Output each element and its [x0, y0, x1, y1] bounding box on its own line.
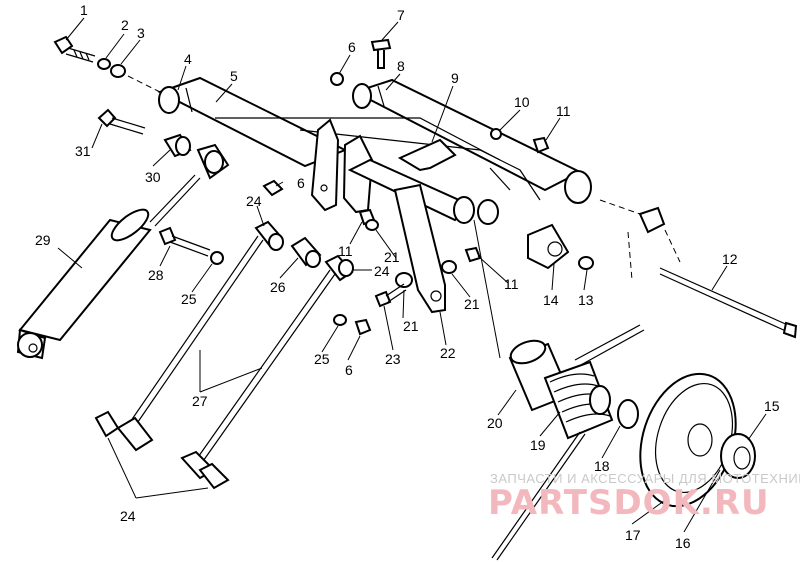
shock-absorber-part-29 — [16, 174, 201, 360]
bracket-plate-left — [310, 118, 340, 212]
label-9: 9 — [451, 70, 459, 86]
label-24a: 24 — [246, 193, 262, 209]
nut-part-11a — [532, 136, 550, 154]
label-7: 7 — [397, 7, 405, 23]
watermark-brand: PARTSDOK.RU — [488, 483, 770, 523]
nut-part-11c — [464, 246, 482, 263]
spring-part-19 — [491, 324, 645, 561]
bushing-part-24c — [94, 410, 230, 490]
washer-part-25a — [210, 251, 224, 265]
label-22: 22 — [440, 345, 456, 361]
washer-part-21b — [441, 260, 457, 274]
label-2: 2 — [121, 17, 129, 33]
label-12: 12 — [722, 251, 738, 267]
bolt-part-7 — [370, 38, 392, 69]
nut-part-6a — [330, 72, 344, 86]
label-6a: 6 — [348, 39, 356, 55]
label-5: 5 — [230, 68, 238, 84]
bearing-part-15 — [720, 433, 756, 479]
label-1: 1 — [80, 2, 88, 18]
label-8: 8 — [397, 58, 405, 74]
label-17: 17 — [625, 527, 641, 543]
label-21a: 21 — [384, 249, 400, 265]
label-11b: 11 — [338, 243, 353, 259]
label-27: 27 — [192, 393, 208, 409]
label-6c: 6 — [345, 362, 353, 378]
label-13: 13 — [578, 292, 594, 308]
label-14: 14 — [543, 292, 559, 308]
label-15: 15 — [764, 398, 780, 414]
label-26: 26 — [270, 279, 286, 295]
washer-part-18 — [617, 399, 639, 429]
watermark: ЗАПЧАСТИ И АКСЕССУАРЫ ДЛЯ МОТОТЕХНИКИ PA… — [488, 471, 800, 523]
block-part-14 — [527, 223, 570, 270]
label-31: 31 — [75, 143, 91, 159]
label-25b: 25 — [314, 351, 330, 367]
label-28: 28 — [148, 267, 164, 283]
washer-part-3 — [110, 64, 126, 78]
washer-part-25b — [333, 314, 347, 326]
washer-part-13 — [578, 256, 594, 270]
bushing-part-30 — [163, 133, 192, 158]
label-24c: 24 — [120, 508, 136, 524]
nut-part-6c — [354, 318, 372, 336]
bolt-part-31 — [97, 108, 146, 135]
label-19: 19 — [530, 437, 546, 453]
bracket-small — [638, 206, 666, 234]
bushing-part-24b — [324, 254, 354, 282]
bolt-part-23 — [374, 283, 407, 308]
bushing-part-26 — [290, 236, 322, 268]
long-bolt-part-12 — [659, 267, 798, 339]
label-23: 23 — [385, 351, 401, 367]
nut-part-6b — [262, 179, 284, 197]
label-18: 18 — [594, 458, 610, 474]
leader-lines — [57, 17, 767, 533]
callout-labels: 1 2 3 4 5 6 7 8 9 10 11 12 13 14 15 16 1… — [35, 2, 780, 551]
washer-part-21c — [395, 272, 413, 288]
nut-part-10 — [490, 128, 502, 140]
arm-part-22 — [393, 183, 446, 314]
label-4: 4 — [184, 51, 192, 67]
bushing-part-24a — [254, 220, 284, 251]
bolt-part-1 — [53, 35, 96, 63]
label-3: 3 — [137, 25, 145, 41]
label-11a: 11 — [556, 103, 571, 119]
label-11c: 11 — [504, 276, 519, 292]
bolt-part-28 — [158, 226, 211, 257]
shock-eye — [196, 143, 230, 180]
washer-part-21a — [365, 219, 379, 231]
label-10: 10 — [514, 94, 530, 110]
tube-part-8 — [352, 78, 592, 204]
label-16: 16 — [675, 535, 691, 551]
label-29: 29 — [35, 232, 51, 248]
label-20: 20 — [487, 415, 503, 431]
link-rods-part-27 — [125, 235, 336, 465]
label-21c: 21 — [403, 318, 419, 334]
label-21b: 21 — [464, 296, 480, 312]
label-24b: 24 — [374, 263, 390, 279]
clip-part-9 — [397, 138, 457, 172]
label-30: 30 — [145, 169, 161, 185]
label-25a: 25 — [181, 291, 197, 307]
watermark-tagline: ЗАПЧАСТИ И АКСЕССУАРЫ ДЛЯ МОТОТЕХНИКИ — [490, 471, 800, 486]
washer-part-2 — [97, 58, 111, 70]
label-6b: 6 — [297, 175, 305, 191]
